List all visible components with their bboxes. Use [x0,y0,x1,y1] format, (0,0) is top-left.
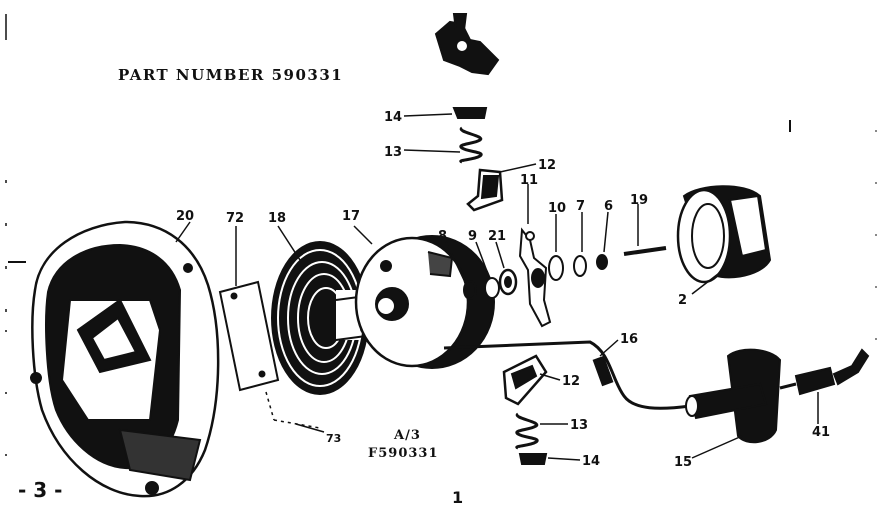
callout-20: 20 [176,209,194,224]
footer-mark: 1 [452,488,464,507]
callout-73: 73 [326,432,341,445]
callout-15: 15 [674,455,692,470]
callout-2: 2 [678,293,687,308]
callout-13-top: 13 [384,145,402,160]
callout-72: 72 [226,211,244,226]
callout-12-top: 12 [538,158,556,173]
handle-part-15 [685,348,782,444]
washer-parts [463,246,667,300]
callout-7: 7 [576,199,585,214]
callout-16: 16 [620,332,638,347]
callout-13-bottom: 13 [570,418,588,433]
callout-14-bottom: 14 [582,454,600,469]
callout-21: 21 [488,229,506,244]
callout-41: 41 [812,425,830,440]
callout-19: 19 [630,193,648,208]
callout-10: 10 [548,201,566,216]
grip-part-41 [779,348,870,396]
cup-part-2 [676,185,772,284]
lever-part-11 [518,227,552,328]
diagram-code-line2: F590331 [368,446,439,461]
lower-pawl-assembly [502,354,548,465]
callout-8: 8 [438,229,447,244]
plate-part-72 [218,280,321,429]
spring-part-18 [271,241,369,395]
cam-part-top [434,13,500,76]
pulley-part-17 [354,235,495,369]
callout-11: 11 [520,173,538,188]
callout-18: 18 [268,211,286,226]
upper-pawl-assembly [452,107,504,212]
callout-17: 17 [342,209,360,224]
callout-9: 9 [468,229,477,244]
page-number: - 3 - [18,478,63,502]
callout-14-top: 14 [384,110,402,125]
part-number-title: PART NUMBER 590331 [118,66,344,84]
diagram-code-line1: A/3 [394,428,421,443]
callout-6: 6 [604,199,613,214]
housing-part-20 [30,220,220,498]
callout-12-bottom: 12 [562,374,580,389]
